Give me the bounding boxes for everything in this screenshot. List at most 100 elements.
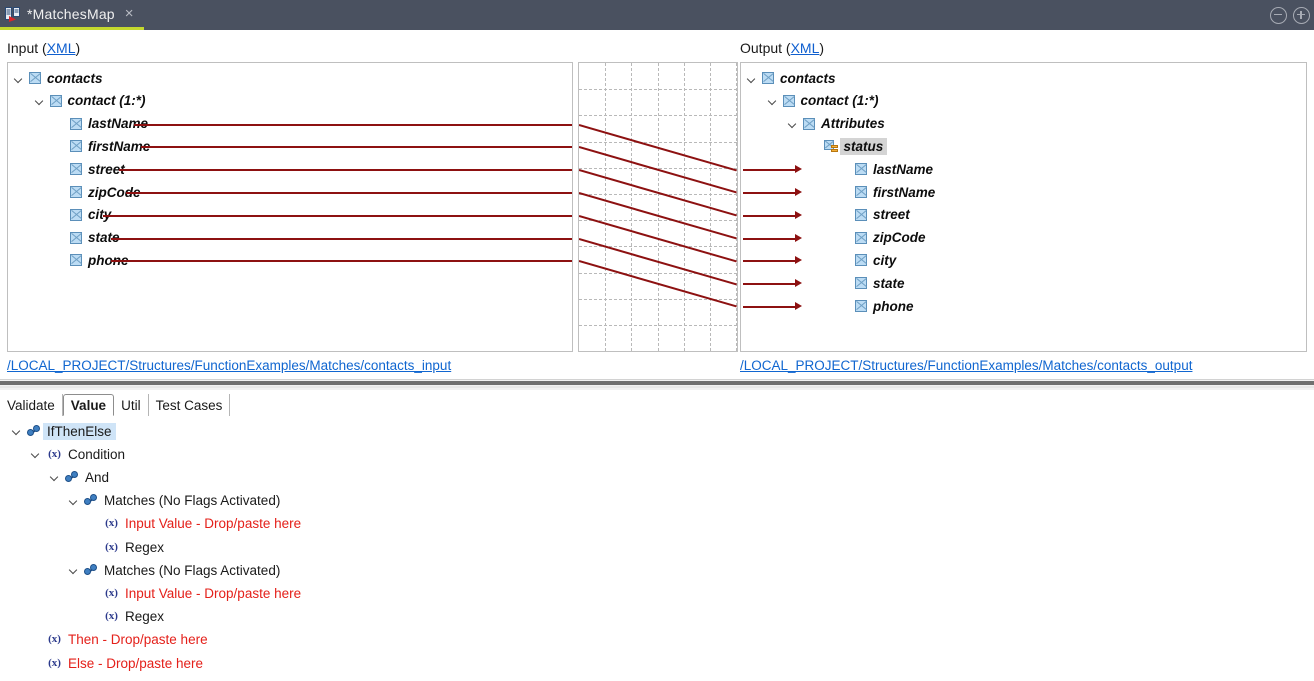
element-icon bbox=[29, 72, 41, 84]
function-tree-row[interactable]: (x)Else - Drop/paste here bbox=[31, 652, 203, 674]
tree-spacer bbox=[55, 232, 66, 243]
tree-node-label: contact (1:*) bbox=[67, 93, 146, 109]
function-tree-row[interactable]: (x)Then - Drop/paste here bbox=[31, 629, 208, 651]
chevron-down-icon[interactable] bbox=[50, 471, 62, 483]
output-tree-row[interactable]: lastName bbox=[840, 158, 933, 180]
input-tree-row[interactable]: state bbox=[55, 227, 120, 249]
mapping-wire-inbound bbox=[743, 169, 797, 172]
function-node-label: Regex bbox=[125, 609, 165, 625]
output-tree-row[interactable]: Attributes bbox=[788, 113, 885, 135]
mapping-wire-source bbox=[103, 214, 572, 217]
tab-test-cases[interactable]: Test Cases bbox=[149, 394, 231, 416]
tree-spacer bbox=[55, 118, 66, 129]
chevron-down-icon[interactable] bbox=[69, 495, 81, 507]
tree-node-label: street bbox=[88, 161, 125, 177]
grid-line bbox=[579, 351, 737, 352]
tree-spacer bbox=[55, 141, 66, 152]
output-tree-row[interactable]: contacts bbox=[747, 67, 836, 89]
minimize-button[interactable] bbox=[1270, 6, 1287, 24]
input-tree-row[interactable]: contacts bbox=[14, 67, 103, 89]
window-controls bbox=[1270, 0, 1310, 30]
function-tree-row[interactable]: (x)Condition bbox=[31, 443, 125, 465]
tab-util[interactable]: Util bbox=[114, 394, 149, 416]
function-node-label: Input Value - Drop/paste here bbox=[125, 516, 302, 532]
horizontal-splitter[interactable] bbox=[0, 379, 1314, 390]
tree-spacer bbox=[840, 164, 851, 175]
output-tree-row[interactable]: phone bbox=[840, 295, 914, 317]
tree-node-label: city bbox=[88, 207, 112, 223]
tree-spacer bbox=[840, 209, 851, 220]
function-tree-row[interactable]: And bbox=[50, 466, 109, 488]
chevron-down-icon[interactable] bbox=[12, 425, 24, 437]
chevron-down-icon[interactable] bbox=[35, 95, 46, 106]
tab-value[interactable]: Value bbox=[62, 394, 115, 416]
output-tree-row[interactable]: street bbox=[840, 204, 910, 226]
input-structure-panel[interactable]: contacts contact (1:*) lastName firstName st… bbox=[7, 62, 573, 352]
function-tree-row[interactable]: (x)Input Value - Drop/paste here bbox=[88, 513, 301, 535]
tree-node-label: contact (1:*) bbox=[800, 93, 879, 109]
editor-tab-matchesmap[interactable]: *MatchesMap × bbox=[0, 0, 144, 30]
grid-line bbox=[631, 63, 633, 351]
tree-spacer bbox=[55, 164, 66, 175]
output-tree-row[interactable]: status bbox=[809, 135, 888, 157]
function-tree-row[interactable]: IfThenElse bbox=[12, 420, 116, 442]
mapping-wire-inbound bbox=[743, 237, 797, 240]
tab-validate[interactable]: Validate bbox=[0, 394, 63, 416]
value-icon: (x) bbox=[48, 447, 61, 460]
tree-node-label: lastName bbox=[88, 116, 149, 132]
tree-spacer bbox=[88, 611, 100, 623]
function-tree-row[interactable]: (x)Regex bbox=[88, 606, 164, 628]
output-tree-row[interactable]: city bbox=[840, 249, 896, 271]
input-tree-row[interactable]: city bbox=[55, 204, 111, 226]
input-tree-row[interactable]: lastName bbox=[55, 113, 148, 135]
input-xml-link[interactable]: XML bbox=[46, 40, 76, 56]
output-tree-row[interactable]: contact (1:*) bbox=[768, 90, 879, 112]
chevron-down-icon[interactable] bbox=[747, 73, 758, 84]
title-bar: *MatchesMap × bbox=[0, 0, 1314, 30]
input-header-text: Input ( bbox=[7, 40, 47, 56]
input-path-link[interactable]: /LOCAL_PROJECT/Structures/FunctionExampl… bbox=[7, 358, 452, 373]
output-structure-panel[interactable]: contacts contact (1:*) Attributes status las… bbox=[740, 62, 1307, 352]
input-tree-row[interactable]: phone bbox=[55, 249, 129, 271]
grid-line bbox=[657, 63, 659, 351]
element-icon bbox=[855, 163, 867, 176]
tree-node-label: status bbox=[839, 137, 888, 155]
function-tree-row[interactable]: Matches (No Flags Activated) bbox=[69, 490, 280, 512]
mapping-wire-source bbox=[111, 237, 572, 240]
function-node-label: Input Value - Drop/paste here bbox=[125, 585, 302, 601]
function-node-label: Regex bbox=[125, 539, 165, 555]
input-tree-row[interactable]: contact (1:*) bbox=[35, 90, 146, 112]
function-tree-row[interactable]: Matches (No Flags Activated) bbox=[69, 559, 280, 581]
output-path-link[interactable]: /LOCAL_PROJECT/Structures/FunctionExampl… bbox=[740, 358, 1193, 373]
chevron-down-icon[interactable] bbox=[768, 95, 779, 106]
output-tree-row[interactable]: firstName bbox=[840, 181, 935, 203]
function-tree-row[interactable]: (x)Input Value - Drop/paste here bbox=[88, 582, 301, 604]
tree-node-label: lastName bbox=[873, 161, 934, 177]
mapping-grid-panel[interactable] bbox=[578, 62, 738, 352]
mapping-wire-inbound bbox=[743, 260, 797, 263]
output-tree-row[interactable]: zipCode bbox=[840, 227, 926, 249]
output-xml-link[interactable]: XML bbox=[790, 40, 820, 56]
input-tree-row[interactable]: street bbox=[55, 158, 125, 180]
function-tree-row[interactable]: (x)Regex bbox=[88, 536, 164, 558]
element-icon bbox=[855, 208, 867, 221]
element-icon bbox=[782, 94, 795, 107]
element-icon bbox=[803, 117, 815, 130]
chevron-down-icon[interactable] bbox=[788, 118, 799, 129]
chevron-down-icon[interactable] bbox=[31, 448, 43, 460]
grid-line bbox=[605, 63, 607, 351]
mapping-wire-source bbox=[141, 146, 572, 149]
tree-node-label: zipCode bbox=[88, 184, 141, 200]
tree-spacer bbox=[840, 301, 851, 312]
close-icon[interactable]: × bbox=[124, 5, 134, 22]
maximize-button[interactable] bbox=[1293, 6, 1310, 24]
function-icon bbox=[84, 563, 99, 577]
output-tree-row[interactable]: state bbox=[840, 272, 905, 294]
input-tree-row[interactable]: firstName bbox=[55, 135, 150, 157]
input-tree-row[interactable]: zipCode bbox=[55, 181, 141, 203]
mapping-arrow-head bbox=[795, 233, 802, 242]
chevron-down-icon[interactable] bbox=[69, 564, 81, 576]
chevron-down-icon[interactable] bbox=[14, 73, 25, 84]
mapping-arrow-head bbox=[795, 302, 802, 310]
